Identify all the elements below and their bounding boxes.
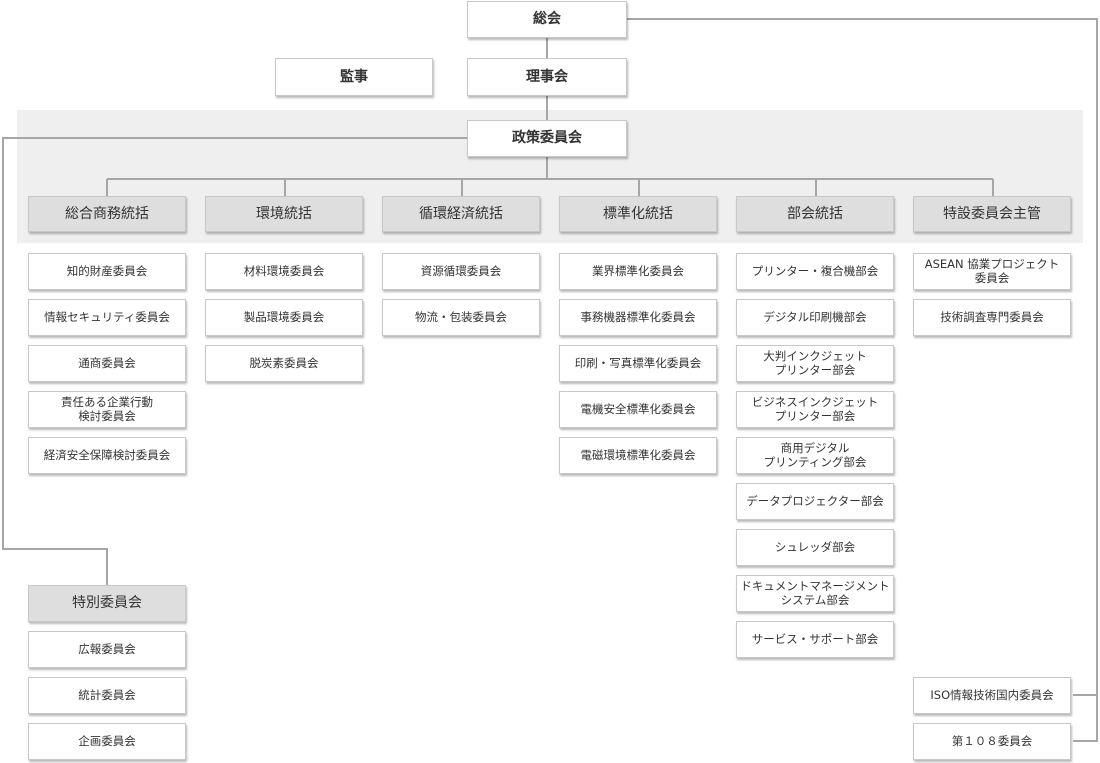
committee-label: ISO情報技術国内委員会 (930, 687, 1054, 702)
committee-label: 事務機器標準化委員会 (580, 309, 696, 324)
division-box[interactable]: デジタル印刷機部会 (736, 299, 894, 336)
committee-label: 材料環境委員会 (243, 263, 325, 278)
division-label: プリンター・複合機部会 (751, 263, 879, 278)
committee-label: 広報委員会 (78, 641, 136, 656)
committee-box[interactable]: 業界標準化委員会 (559, 253, 717, 290)
committee-label: 統計委員会 (78, 687, 136, 702)
division-label: 商用デジタル プリンティング部会 (763, 440, 867, 469)
committee-label: ASEAN 協業プロジェクト 委員会 (924, 256, 1060, 285)
committee-label: 電機安全標準化委員会 (580, 401, 696, 416)
committee-label: 物流・包装委員会 (415, 309, 507, 324)
division-label: ドキュメントマネージメント システム部会 (740, 578, 890, 607)
committee-label: 技術調査専門委員会 (940, 309, 1044, 324)
committee-label: 経済安全保障検討委員会 (43, 447, 171, 462)
column-header-environment[interactable]: 環境統括 (205, 196, 363, 232)
division-label: データプロジェクター部会 (746, 493, 884, 508)
policy-committee-label: 政策委員会 (512, 130, 582, 147)
column-header-label: 特設委員会主管 (943, 205, 1041, 222)
division-label: サービス・サポート部会 (751, 631, 879, 646)
division-label: デジタル印刷機部会 (763, 309, 867, 324)
special-committee-header[interactable]: 特別委員会 (28, 585, 186, 622)
auditor-label: 監事 (340, 68, 368, 85)
committee-label: 製品環境委員会 (243, 309, 325, 324)
division-box[interactable]: サービス・サポート部会 (736, 621, 894, 658)
column-header-standardization[interactable]: 標準化統括 (559, 196, 717, 232)
committee-label: 通商委員会 (78, 355, 136, 370)
committee-label: 電磁環境標準化委員会 (580, 447, 696, 462)
committee-label: 責任ある企業行動 検討委員会 (61, 394, 153, 423)
division-box[interactable]: ドキュメントマネージメント システム部会 (736, 575, 894, 612)
division-box[interactable]: シュレッダ部会 (736, 529, 894, 566)
special-committee-box[interactable]: 広報委員会 (28, 631, 186, 668)
special-committee-header-label: 特別委員会 (72, 595, 142, 612)
committee-box[interactable]: 責任ある企業行動 検討委員会 (28, 391, 186, 428)
committee-box[interactable]: 製品環境委員会 (205, 299, 363, 336)
committee-box[interactable]: 材料環境委員会 (205, 253, 363, 290)
column-header-divisions[interactable]: 部会統括 (736, 196, 894, 232)
board-box[interactable]: 理事会 (467, 58, 627, 96)
committee-label: 資源循環委員会 (420, 263, 502, 278)
column-header-general-commerce[interactable]: 総合商務統括 (28, 196, 186, 232)
committee-label: 情報セキュリティ委員会 (44, 309, 170, 324)
general-meeting-box[interactable]: 総会 (467, 1, 627, 38)
committee-box[interactable]: 事務機器標準化委員会 (559, 299, 717, 336)
column-header-label: 総合商務統括 (65, 205, 149, 222)
committee-box[interactable]: 経済安全保障検討委員会 (28, 437, 186, 474)
committee-box[interactable]: 技術調査専門委員会 (913, 299, 1071, 336)
committee-box[interactable]: 印刷・写真標準化委員会 (559, 345, 717, 382)
division-box[interactable]: プリンター・複合機部会 (736, 253, 894, 290)
division-box[interactable]: 大判インクジェット プリンター部会 (736, 345, 894, 382)
policy-committee-box[interactable]: 政策委員会 (467, 120, 627, 157)
column-header-label: 部会統括 (787, 205, 843, 222)
committee-label: 印刷・写真標準化委員会 (574, 355, 702, 370)
board-label: 理事会 (526, 68, 568, 85)
committee-box[interactable]: ASEAN 協業プロジェクト 委員会 (913, 253, 1071, 290)
division-label: 大判インクジェット プリンター部会 (763, 348, 867, 377)
auditor-box[interactable]: 監事 (275, 58, 433, 96)
committee-108-box[interactable]: 第１０８委員会 (913, 723, 1071, 760)
committee-box[interactable]: 電機安全標準化委員会 (559, 391, 717, 428)
committee-label: 業界標準化委員会 (592, 263, 684, 278)
column-header-special-committees[interactable]: 特設委員会主管 (913, 196, 1071, 232)
column-header-circular-economy[interactable]: 循環経済統括 (382, 196, 540, 232)
committee-box[interactable]: 物流・包装委員会 (382, 299, 540, 336)
committee-box[interactable]: 知的財産委員会 (28, 253, 186, 290)
general-meeting-label: 総会 (533, 11, 561, 28)
division-box[interactable]: データプロジェクター部会 (736, 483, 894, 520)
division-box[interactable]: ビジネスインクジェット プリンター部会 (736, 391, 894, 428)
column-header-label: 循環経済統括 (419, 205, 503, 222)
committee-label: 第１０８委員会 (951, 733, 1033, 748)
iso-committee-box[interactable]: ISO情報技術国内委員会 (913, 677, 1071, 714)
committee-box[interactable]: 情報セキュリティ委員会 (28, 299, 186, 336)
committee-box[interactable]: 脱炭素委員会 (205, 345, 363, 382)
special-committee-box[interactable]: 企画委員会 (28, 723, 186, 760)
committee-label: 脱炭素委員会 (249, 355, 319, 370)
column-header-label: 環境統括 (256, 205, 312, 222)
committee-box[interactable]: 通商委員会 (28, 345, 186, 382)
committee-label: 知的財産委員会 (66, 263, 148, 278)
division-label: ビジネスインクジェット プリンター部会 (751, 394, 879, 423)
committee-label: 企画委員会 (78, 733, 136, 748)
column-header-label: 標準化統括 (603, 205, 673, 222)
special-committee-box[interactable]: 統計委員会 (28, 677, 186, 714)
division-box[interactable]: 商用デジタル プリンティング部会 (736, 437, 894, 474)
committee-box[interactable]: 資源循環委員会 (382, 253, 540, 290)
committee-box[interactable]: 電磁環境標準化委員会 (559, 437, 717, 474)
division-label: シュレッダ部会 (774, 539, 856, 554)
